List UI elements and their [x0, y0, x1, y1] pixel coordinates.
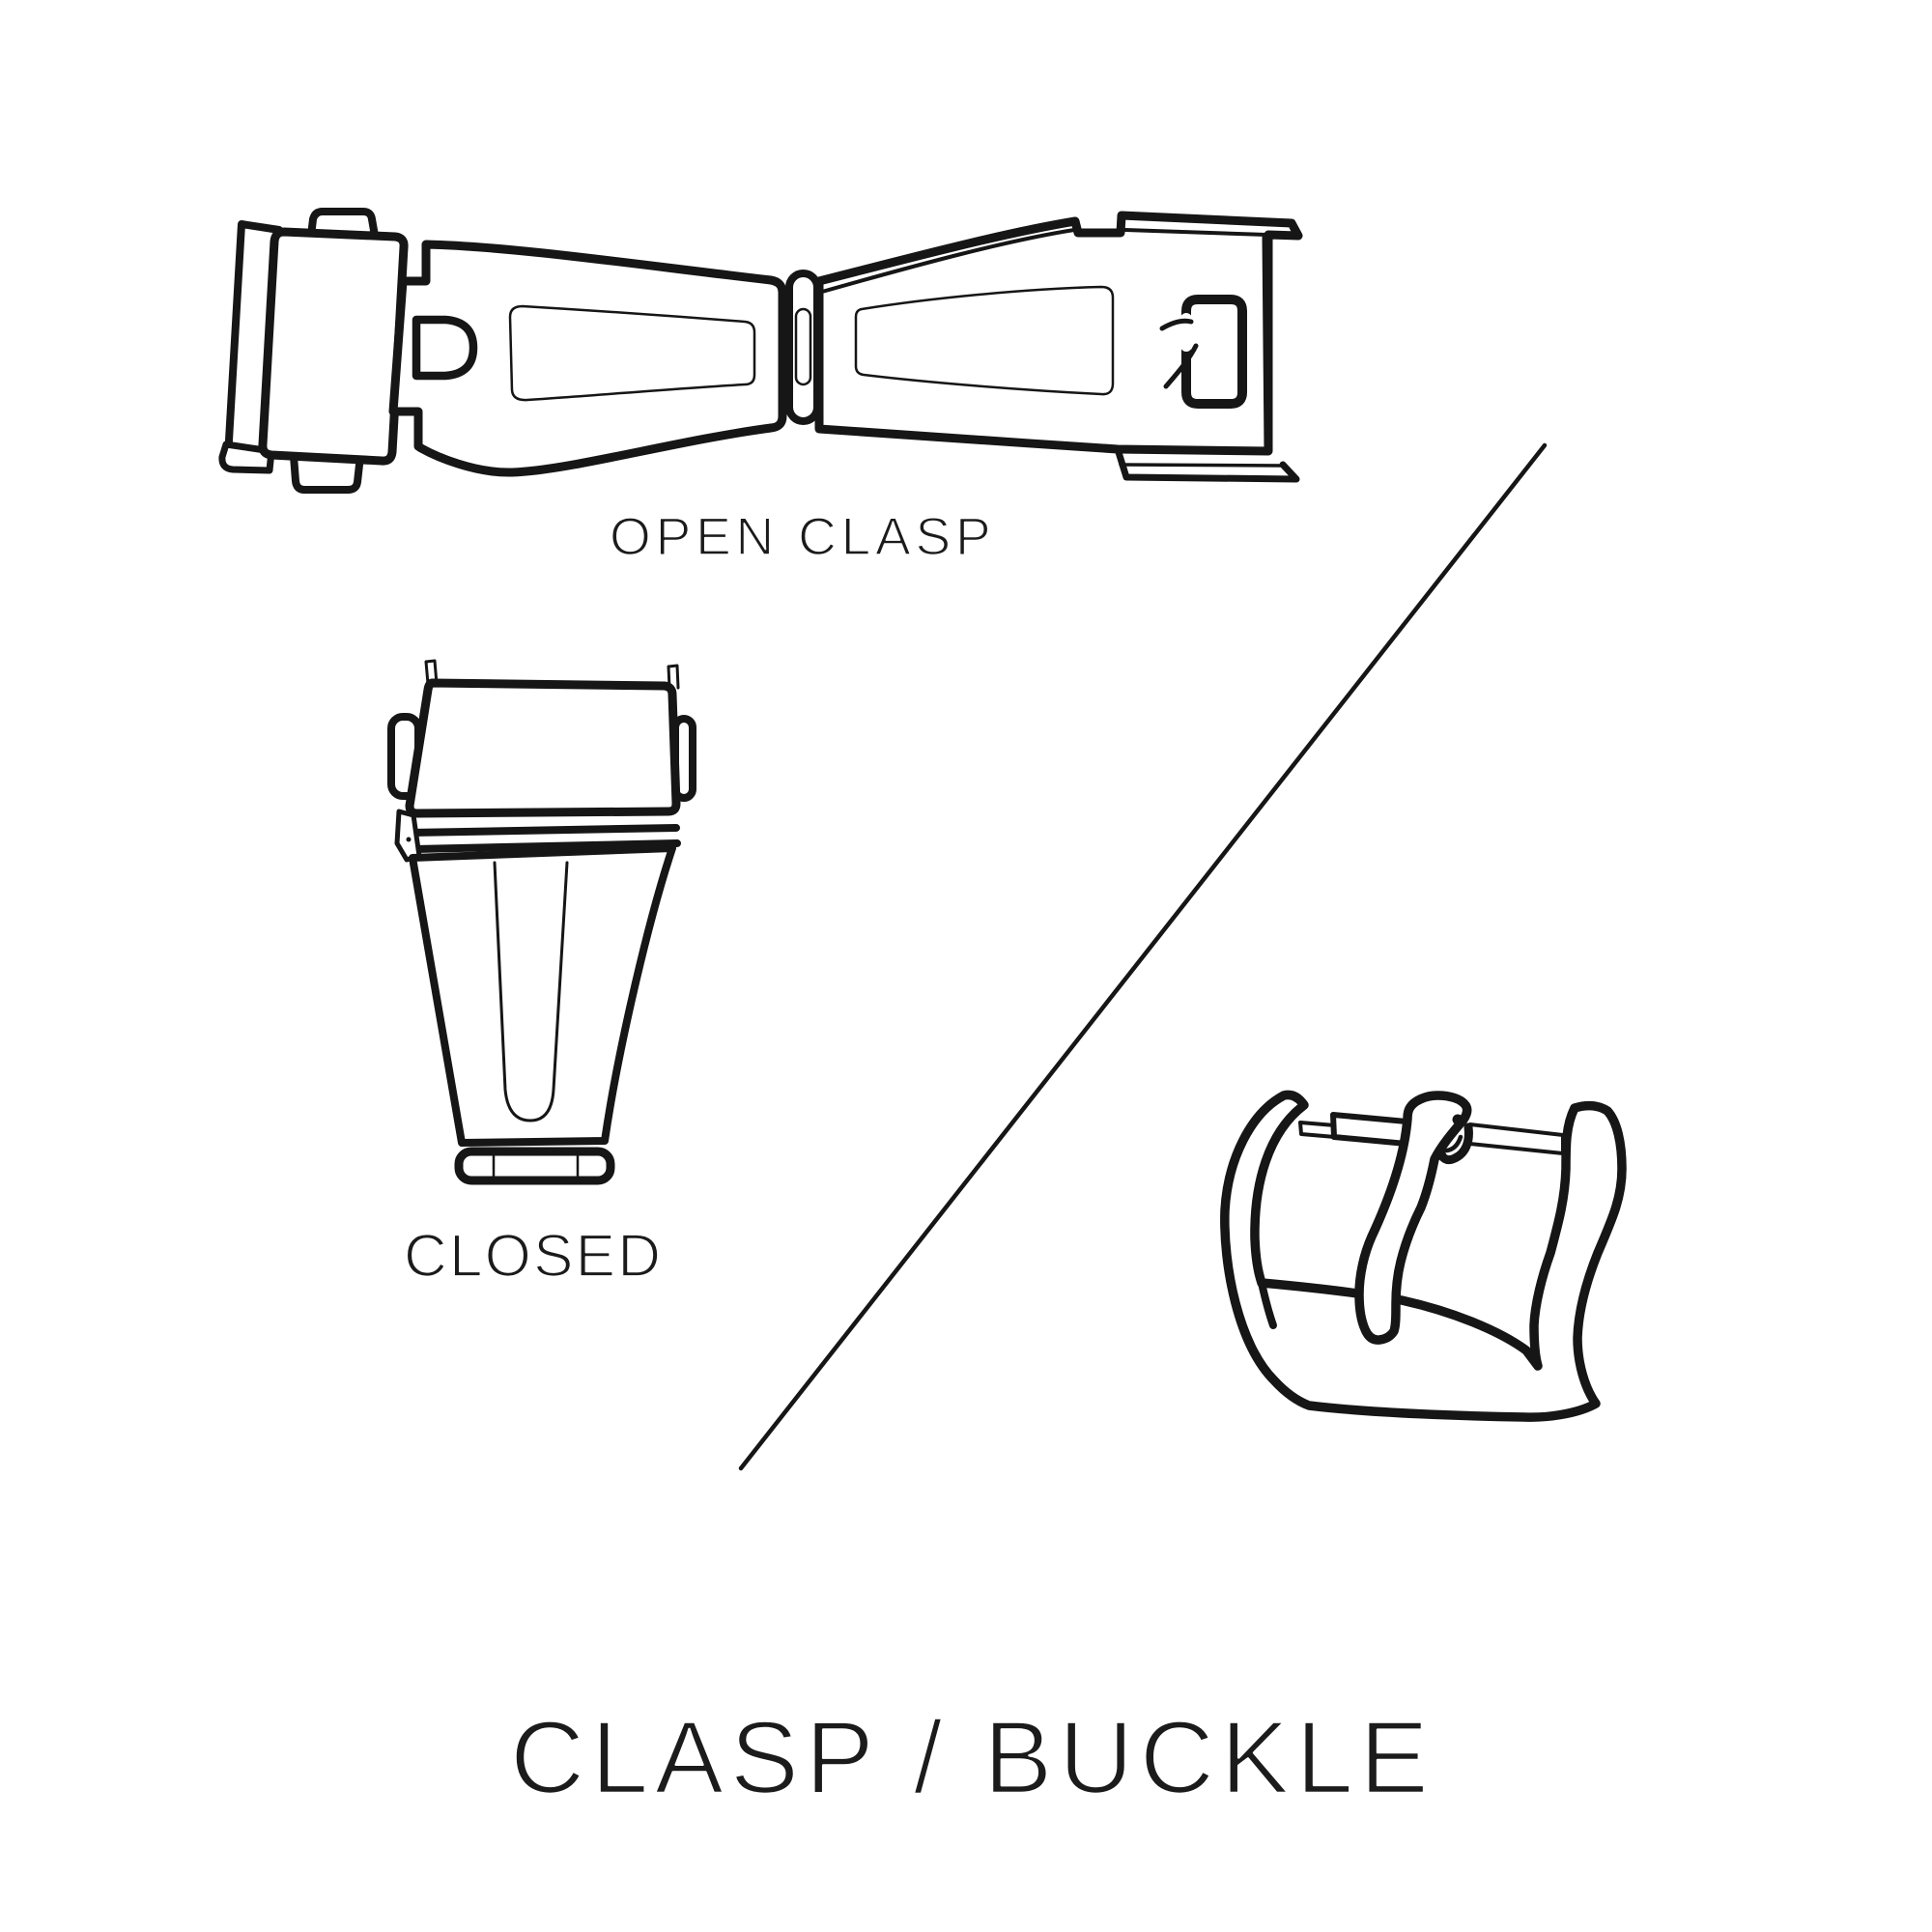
svg-text:OPEN CLASP: OPEN CLASP: [610, 506, 996, 566]
svg-text:CLOSED: CLOSED: [404, 1223, 663, 1290]
svg-text:CLASP / BUCKLE: CLASP / BUCKLE: [510, 1699, 1435, 1815]
